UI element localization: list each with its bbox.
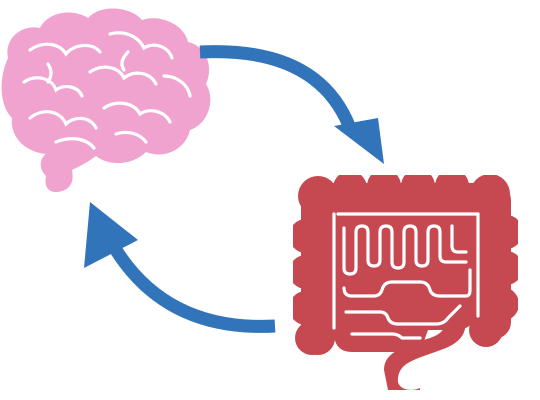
arrow-gut-to-brain — [84, 202, 276, 333]
brain-shape — [1, 8, 211, 193]
arrow-brain-to-gut — [199, 45, 384, 164]
brain-folds — [22, 31, 192, 150]
brain-icon — [1, 8, 211, 193]
intestines-icon — [293, 175, 518, 390]
haustra-bumps — [293, 175, 518, 355]
intestine-contours — [332, 212, 480, 340]
rectum — [384, 312, 465, 390]
